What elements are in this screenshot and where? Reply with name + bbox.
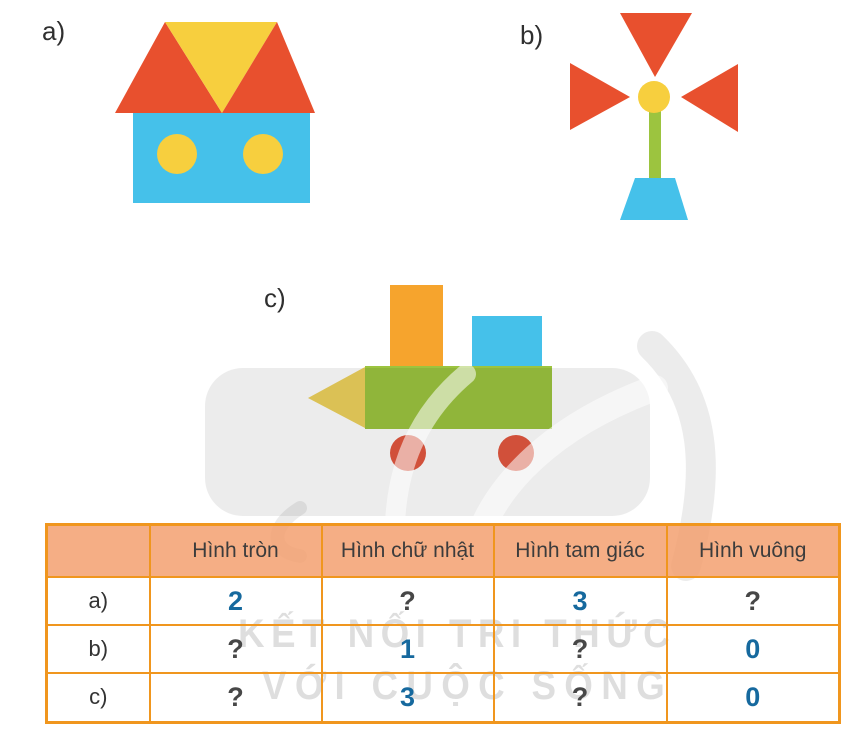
- header-square: Hình vuông: [665, 523, 841, 578]
- figure-b-label: b): [520, 20, 544, 50]
- cell-value: ?: [399, 585, 416, 616]
- house-roof-right-triangle: [222, 22, 315, 113]
- cell-value: 1: [399, 633, 416, 664]
- cell-a-triangle: 3: [492, 576, 668, 626]
- header-circle: Hình tròn: [148, 523, 323, 578]
- table-row-c: c) ? 3 ? 0: [45, 672, 841, 723]
- cell-c-circle: ?: [148, 672, 323, 723]
- cell-c-triangle: ?: [492, 672, 668, 723]
- cell-b-circle: ?: [148, 624, 323, 674]
- cell-value: ?: [744, 585, 762, 616]
- cell-c-square: 0: [665, 672, 841, 723]
- boat-wheel-left-circle: [390, 435, 426, 471]
- cell-value: ?: [227, 633, 244, 664]
- row-a-label: a): [45, 576, 151, 626]
- cell-value: 0: [745, 633, 761, 664]
- cell-a-square: ?: [665, 576, 841, 626]
- boat-bow-triangle: [308, 367, 365, 428]
- table-header-row: Hình tròn Hình chữ nhật Hình tam giác Hì…: [45, 523, 841, 578]
- table-row-b: b) ? 1 ? 0: [45, 624, 841, 674]
- pinwheel-left-triangle: [570, 63, 630, 130]
- cell-value: ?: [571, 681, 589, 712]
- cell-value: ?: [571, 633, 589, 664]
- house-roof-left-triangle: [115, 22, 222, 113]
- cell-a-rectangle: ?: [320, 576, 495, 626]
- figure-c-label: c): [264, 283, 286, 313]
- header-empty-cell: [45, 523, 151, 578]
- boat-chimney-rectangle: [390, 285, 443, 367]
- figure-c-boat: [308, 285, 552, 471]
- pinwheel-stem-rectangle: [649, 110, 661, 180]
- boat-wheel-right-circle: [498, 435, 534, 471]
- boat-hull-rectangle: [365, 366, 552, 429]
- cell-value: 3: [399, 681, 416, 712]
- header-triangle: Hình tam giác: [492, 523, 668, 578]
- pinwheel-top-triangle: [620, 13, 692, 77]
- cell-a-circle: 2: [148, 576, 323, 626]
- cell-b-triangle: ?: [492, 624, 668, 674]
- house-roof-center-triangle: [165, 22, 277, 113]
- house-circle-right: [243, 134, 283, 174]
- table-row-a: a) 2 ? 3 ?: [45, 576, 841, 626]
- shape-count-table: Hình tròn Hình chữ nhật Hình tam giác Hì…: [45, 523, 841, 724]
- cell-value: 2: [227, 585, 244, 616]
- pinwheel-right-triangle: [681, 64, 738, 132]
- house-circle-left: [157, 134, 197, 174]
- cell-b-square: 0: [665, 624, 841, 674]
- boat-cabin-rectangle: [472, 316, 542, 366]
- figure-a-label: a): [42, 16, 66, 46]
- figure-a-house: [115, 22, 315, 203]
- cell-b-rectangle: 1: [320, 624, 495, 674]
- pinwheel-base-trapezoid: [620, 178, 688, 220]
- cell-c-rectangle: 3: [320, 672, 495, 723]
- cell-value: 0: [745, 681, 761, 712]
- row-b-label: b): [45, 624, 151, 674]
- cell-value: 3: [572, 585, 588, 616]
- pinwheel-center-circle: [638, 81, 670, 113]
- figure-b-pinwheel: [570, 13, 738, 220]
- cell-value: ?: [227, 681, 244, 712]
- row-c-label: c): [45, 672, 151, 723]
- header-rectangle: Hình chữ nhật: [320, 523, 495, 578]
